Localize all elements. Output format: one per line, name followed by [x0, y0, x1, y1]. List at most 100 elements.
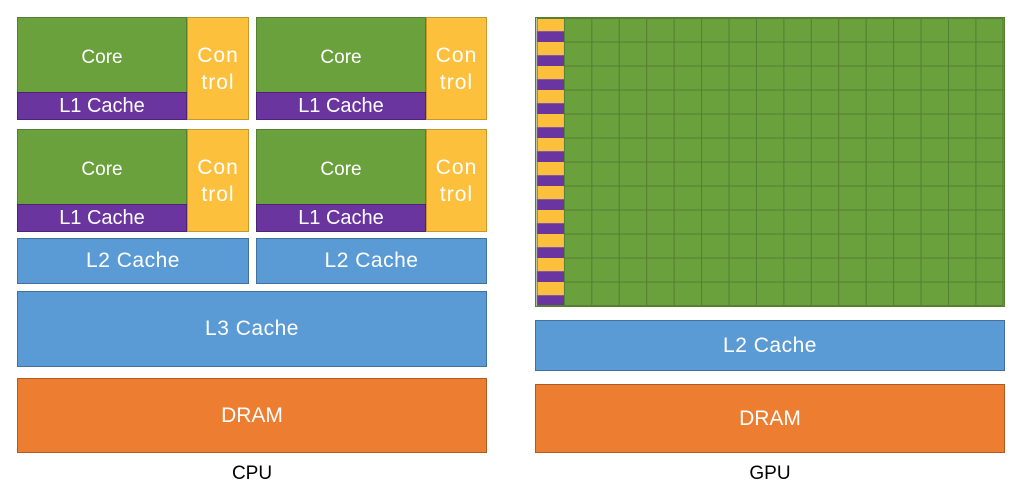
gpu-core-cell [865, 18, 895, 43]
gpu-core-cell [948, 185, 977, 211]
gpu-core-cell [810, 185, 840, 211]
gpu-grid-border [536, 18, 1004, 306]
gpu-core-cell [975, 89, 1004, 115]
gpu-core-cell [920, 41, 950, 67]
gpu-core-cell [783, 161, 812, 187]
gpu-core-cell [701, 41, 730, 67]
gpu-core-cell [591, 41, 620, 67]
gpu-core-cell [948, 233, 977, 259]
gpu-l1-cache-cell [536, 199, 565, 210]
gpu-core-cell [893, 233, 922, 259]
l1-cache-label: L1 Cache [59, 206, 145, 229]
l1-cache-label: L1 Cache [298, 206, 384, 229]
cpu-l2-cache-1: L2 Cache [17, 238, 249, 284]
gpu-control-cell [536, 258, 565, 272]
gpu-core-cell [646, 65, 675, 91]
gpu-core-cell [975, 113, 1004, 139]
control-label-line1: Con [197, 155, 239, 179]
gpu-core-cell [563, 281, 593, 306]
gpu-control-cell [536, 66, 565, 80]
gpu-core-cell [618, 233, 648, 259]
gpu-dram: DRAM [535, 384, 1005, 453]
gpu-core-cell [618, 89, 648, 115]
gpu-core-cell [673, 137, 703, 163]
gpu-core-cell [893, 137, 922, 163]
gpu-core-cell [701, 257, 730, 283]
gpu-core-cell [865, 89, 895, 115]
gpu-core-cell [975, 18, 1004, 43]
gpu-core-cell [701, 233, 730, 259]
cpu-l1-cache-1: L1 Cache [17, 92, 187, 120]
gpu-core-cell [865, 185, 895, 211]
gpu-core-grid [535, 17, 1005, 307]
gpu-core-cell [865, 209, 895, 235]
gpu-core-cell [701, 161, 730, 187]
gpu-core-cell [618, 281, 648, 306]
gpu-core-cell [618, 18, 648, 43]
gpu-control-cell [536, 114, 565, 128]
gpu-core-cell [591, 185, 620, 211]
gpu-core-cell [783, 18, 812, 43]
core-label: Core [320, 158, 362, 180]
gpu-core-cell [563, 18, 593, 43]
cpu-dram: DRAM [17, 378, 487, 453]
gpu-core-cell [591, 161, 620, 187]
gpu-core-cell [646, 113, 675, 139]
gpu-core-cell [865, 41, 895, 67]
gpu-core-cell [591, 18, 620, 43]
gpu-core-cell [948, 281, 977, 306]
gpu-core-cell [838, 209, 867, 235]
gpu-core-cell [975, 137, 1004, 163]
gpu-core-cell [838, 18, 867, 43]
gpu-core-cell [646, 257, 675, 283]
gpu-l1-cache-cell [536, 295, 565, 306]
gpu-core-cell [838, 89, 867, 115]
gpu-core-cell [673, 185, 703, 211]
dram-label: DRAM [739, 406, 801, 430]
gpu-core-cell [755, 185, 785, 211]
gpu-core-cell [701, 65, 730, 91]
gpu-core-cell [783, 281, 812, 306]
gpu-core-cell [618, 137, 648, 163]
gpu-core-cell [591, 113, 620, 139]
gpu-core-cell [948, 161, 977, 187]
gpu-core-cell [893, 18, 922, 43]
control-label-line1: Con [435, 43, 478, 67]
gpu-core-cell [920, 257, 950, 283]
gpu-control-cell [536, 162, 565, 176]
gpu-core-cell [893, 161, 922, 187]
gpu-core-cell [838, 185, 867, 211]
gpu-core-cell [701, 137, 730, 163]
gpu-core-cell [755, 209, 785, 235]
gpu-core-cell [673, 18, 703, 43]
gpu-core-cell [563, 137, 593, 163]
gpu-core-cell [893, 281, 922, 306]
gpu-core-cell [591, 233, 620, 259]
gpu-core-cell [563, 89, 593, 115]
gpu-core-cell [646, 233, 675, 259]
gpu-core-cell [865, 281, 895, 306]
gpu-core-cell [728, 281, 757, 306]
gpu-core-cell [755, 113, 785, 139]
gpu-core-cell [975, 65, 1004, 91]
gpu-core-cell [646, 185, 675, 211]
gpu-core-cell [673, 113, 703, 139]
gpu-l1-cache-cell [536, 151, 565, 162]
gpu-l1-cache-cell [536, 55, 565, 66]
core-label: Core [81, 158, 123, 180]
gpu-core-cell [920, 137, 950, 163]
gpu-core-cell [920, 209, 950, 235]
gpu-core-cell [728, 41, 757, 67]
gpu-core-cell [673, 41, 703, 67]
gpu-core-cell [865, 257, 895, 283]
gpu-core-cell [810, 281, 840, 306]
gpu-core-cell [701, 113, 730, 139]
gpu-core-cell [838, 137, 867, 163]
gpu-core-cell [673, 209, 703, 235]
gpu-core-cell [701, 281, 730, 306]
gpu-core-cell [783, 89, 812, 115]
gpu-core-cell [838, 161, 867, 187]
gpu-core-cell [563, 41, 593, 67]
